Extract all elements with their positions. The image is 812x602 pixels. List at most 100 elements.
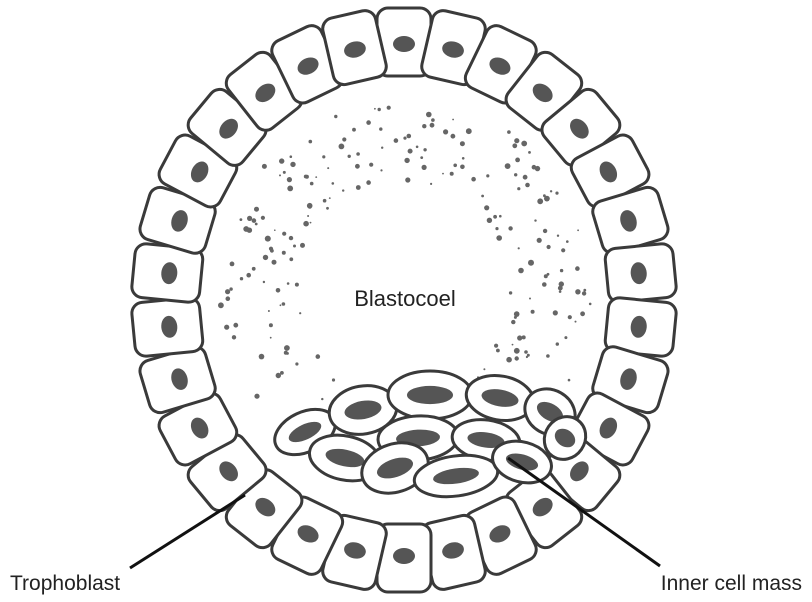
blastocoel-particle	[307, 215, 309, 217]
blastocoel-particle	[283, 171, 286, 174]
blastocoel-particle	[279, 158, 284, 163]
blastocoel-particle	[381, 147, 383, 149]
blastocoel-particle	[515, 158, 520, 163]
blastocoel-label: Blastocoel	[354, 286, 456, 311]
blastocoel-particle	[379, 127, 382, 130]
blastocoel-particle	[247, 216, 252, 221]
blastocoel-particle	[529, 298, 531, 300]
blastocoel-particle	[243, 226, 249, 232]
blastocoel-particle	[462, 157, 465, 160]
blastocoel-particle	[450, 172, 454, 176]
blastocoel-particle	[553, 310, 558, 315]
blastocoel-particle	[326, 207, 329, 210]
blastocoel-particle	[323, 199, 327, 203]
blastocoel-particle	[580, 311, 585, 316]
blastocoel-particle	[269, 247, 273, 251]
blastocoel-particle	[430, 183, 432, 185]
blastocoel-particle	[305, 175, 309, 179]
blastocoel-particle	[514, 316, 517, 319]
blastocoel-particle	[246, 273, 251, 278]
blastocoel-particle	[300, 243, 305, 248]
blastocoel-particle	[431, 118, 435, 122]
blastocoel-particle	[543, 229, 547, 233]
blastocoel-particle	[527, 354, 530, 357]
trophoblast-cell	[604, 243, 677, 303]
blastocoel-particle	[460, 141, 465, 146]
blastocoel-particle	[564, 336, 567, 339]
blastocoel-particle	[342, 189, 344, 191]
blastocoel-particle	[263, 255, 268, 260]
blastocoel-particle	[575, 289, 580, 294]
blastocoel-particle	[269, 323, 273, 327]
blastocoel-particle	[515, 356, 519, 360]
blastocoel-particle	[356, 185, 361, 190]
blastocoel-particle	[295, 283, 299, 287]
blastocoel-particle	[403, 137, 406, 140]
blastocoel-particle	[303, 221, 309, 227]
blastocoel-particle	[522, 335, 526, 339]
blastocoel-particle	[557, 235, 559, 237]
blastocoel-particle	[293, 245, 296, 248]
blastocoel-particle	[493, 215, 497, 219]
cell-nucleus	[393, 36, 415, 52]
blastocoel-particle	[225, 289, 230, 294]
blastocoel-particle	[394, 138, 399, 143]
blastocoel-particle	[290, 155, 293, 158]
blastocoel-particle	[416, 146, 419, 149]
blastocoel-particle	[255, 223, 258, 226]
blastocoel-particle	[537, 238, 542, 243]
cell-nucleus	[393, 548, 415, 564]
blastocoel-particle	[568, 379, 571, 382]
blastocoel-particles	[218, 106, 592, 401]
blastocoel-particle	[369, 163, 373, 167]
blastocoel-particle	[310, 182, 314, 186]
blastocoel-particle	[226, 296, 231, 301]
blastocoel-particle	[404, 158, 409, 163]
blastocoel-particle	[287, 282, 290, 285]
blastocoel-particle	[544, 274, 548, 278]
blastocoel-particle	[507, 130, 511, 134]
blastocoel-particle	[511, 320, 515, 324]
blastocoel-particle	[517, 187, 520, 190]
trophoblast-label: Trophoblast	[10, 572, 120, 595]
blastocoel-particle	[282, 251, 286, 255]
blastocoel-particle	[366, 180, 371, 185]
blastocoel-particle	[514, 138, 519, 143]
blastocoel-particle	[280, 304, 282, 306]
blastocoel-particle	[575, 266, 580, 271]
blastocoel-particle	[466, 128, 472, 134]
blastocoel-particle	[508, 226, 512, 230]
blastocoel-particle	[451, 134, 456, 139]
blastocoel-particle	[322, 155, 325, 158]
blastocoel-particle	[332, 182, 335, 185]
blastocoel-particle	[506, 357, 512, 363]
blastocoel-particle	[316, 354, 321, 359]
blastocoel-particle	[589, 303, 592, 306]
blastocoel-particle	[279, 174, 281, 176]
blastocoel-particle	[517, 335, 522, 340]
blastocoel-particle	[327, 167, 329, 169]
blastocoel-particle	[534, 219, 536, 221]
blastocoel-particle	[252, 218, 257, 223]
blastocoel-particle	[430, 123, 435, 128]
blastocoel-particle	[286, 352, 289, 355]
blastocoel-particle	[575, 321, 577, 323]
blastocoel-particle	[254, 394, 259, 399]
blastocoel-particle	[481, 195, 484, 198]
blastocoel-particle	[380, 169, 382, 171]
blastocoel-particle	[524, 350, 528, 354]
blastocoel-particle	[387, 106, 391, 110]
blastocoel-particle	[561, 248, 565, 252]
blastocoel-particle	[408, 149, 413, 154]
trophoblast-cell	[131, 297, 204, 357]
blastocoel-particle	[521, 141, 527, 147]
blastocoel-particle	[224, 325, 229, 330]
blastocoel-particle	[355, 164, 360, 169]
blastocoel-particle	[525, 183, 530, 188]
blastocoel-particle	[276, 288, 281, 293]
blastocoel-particle	[512, 143, 517, 148]
blastocoel-particle	[422, 124, 426, 128]
blastocoel-particle	[460, 165, 465, 170]
